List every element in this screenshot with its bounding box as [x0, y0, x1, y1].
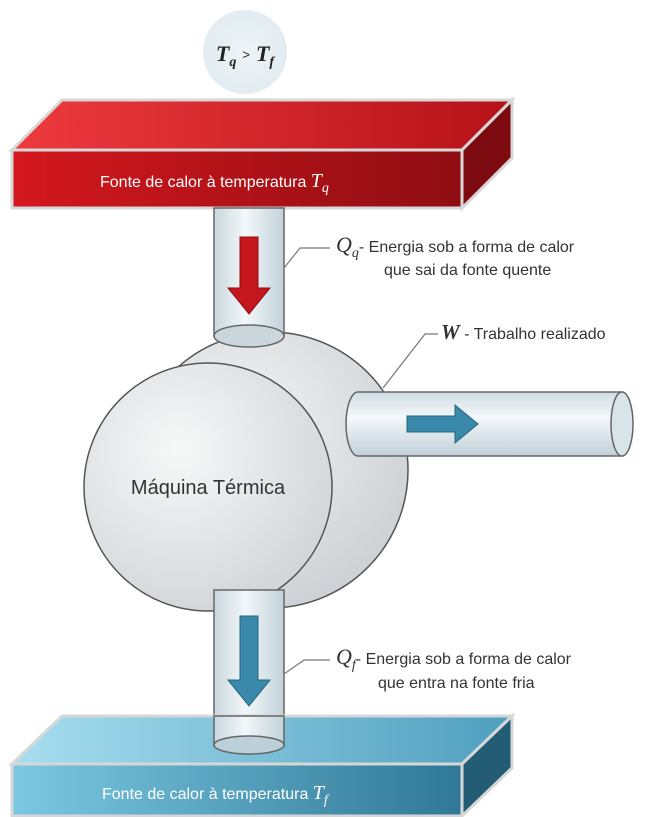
heat-out-arrow [226, 615, 272, 707]
work-arrow [406, 403, 479, 445]
qq-annotation: Qq- Energia sob a forma de calor [336, 232, 575, 261]
engine-label: Máquina Térmica [131, 477, 286, 499]
cold-pipe-mouth [213, 735, 285, 755]
w-annotation: W - Trabalho realizado [441, 320, 606, 344]
qf-annotation-line2: que entra na fonte fria [378, 675, 535, 692]
work-pipe [345, 391, 634, 457]
heat-in-arrow [226, 236, 272, 315]
qf-annotation: Qf- Energia sob a forma de calor [336, 644, 572, 673]
w-leader-line [382, 333, 438, 389]
cold-reservoir-front [10, 762, 464, 817]
condition-bubble [203, 10, 287, 94]
cold-reservoir-label: Fonte de calor à temperatura Tf [102, 782, 330, 808]
condition-label: Tq>Tf [216, 41, 276, 70]
qq-leader-line [283, 247, 330, 288]
hot-reservoir [8, 96, 516, 212]
qq-annotation-line2: que sai da fonte quente [384, 262, 551, 279]
qf-leader-line [283, 659, 330, 686]
hot-reservoir-label: Fonte de calor à temperatura Tq [100, 170, 329, 196]
hot-reservoir-top [8, 98, 516, 152]
engine-front-disc [83, 362, 333, 612]
hot-pipe [213, 207, 285, 348]
